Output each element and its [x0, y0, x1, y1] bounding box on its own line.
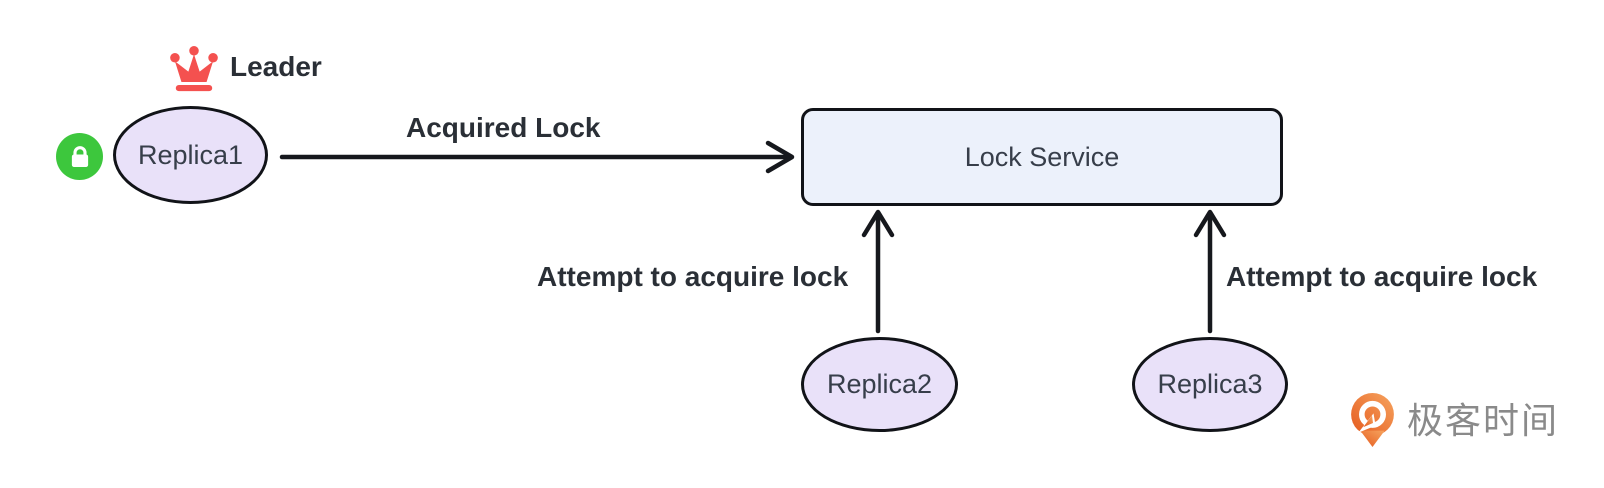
- lock-icon: [56, 133, 103, 180]
- node-replica1-label: Replica1: [137, 139, 244, 170]
- node-replica2-label: Replica2: [826, 369, 933, 399]
- logo-text: 极客时间: [1407, 399, 1560, 441]
- edge-attempt-right-arrow: [1193, 209, 1227, 334]
- leader-badge: Leader: [168, 44, 322, 94]
- edge-acquired-lock-arrow: [279, 140, 795, 174]
- edge-label-attempt-left: Attempt to acquire lock: [537, 261, 849, 292]
- node-replica3: Replica3: [1132, 337, 1288, 432]
- edge-label-attempt-right: Attempt to acquire lock: [1226, 261, 1538, 292]
- geektime-pin-icon: [1350, 393, 1395, 448]
- edge-label-acquired-lock: Acquired Lock: [406, 112, 601, 143]
- logo: 极客时间: [1350, 393, 1559, 448]
- node-replica2: Replica2: [801, 337, 958, 432]
- node-lock-service-label: Lock Service: [964, 141, 1120, 172]
- node-replica3-label: Replica3: [1157, 369, 1263, 399]
- leader-label: Leader: [230, 51, 322, 82]
- crown-icon: [168, 44, 220, 94]
- node-lock-service: Lock Service: [801, 108, 1283, 206]
- node-replica1: Replica1: [113, 106, 268, 204]
- edge-attempt-left-arrow: [861, 209, 895, 334]
